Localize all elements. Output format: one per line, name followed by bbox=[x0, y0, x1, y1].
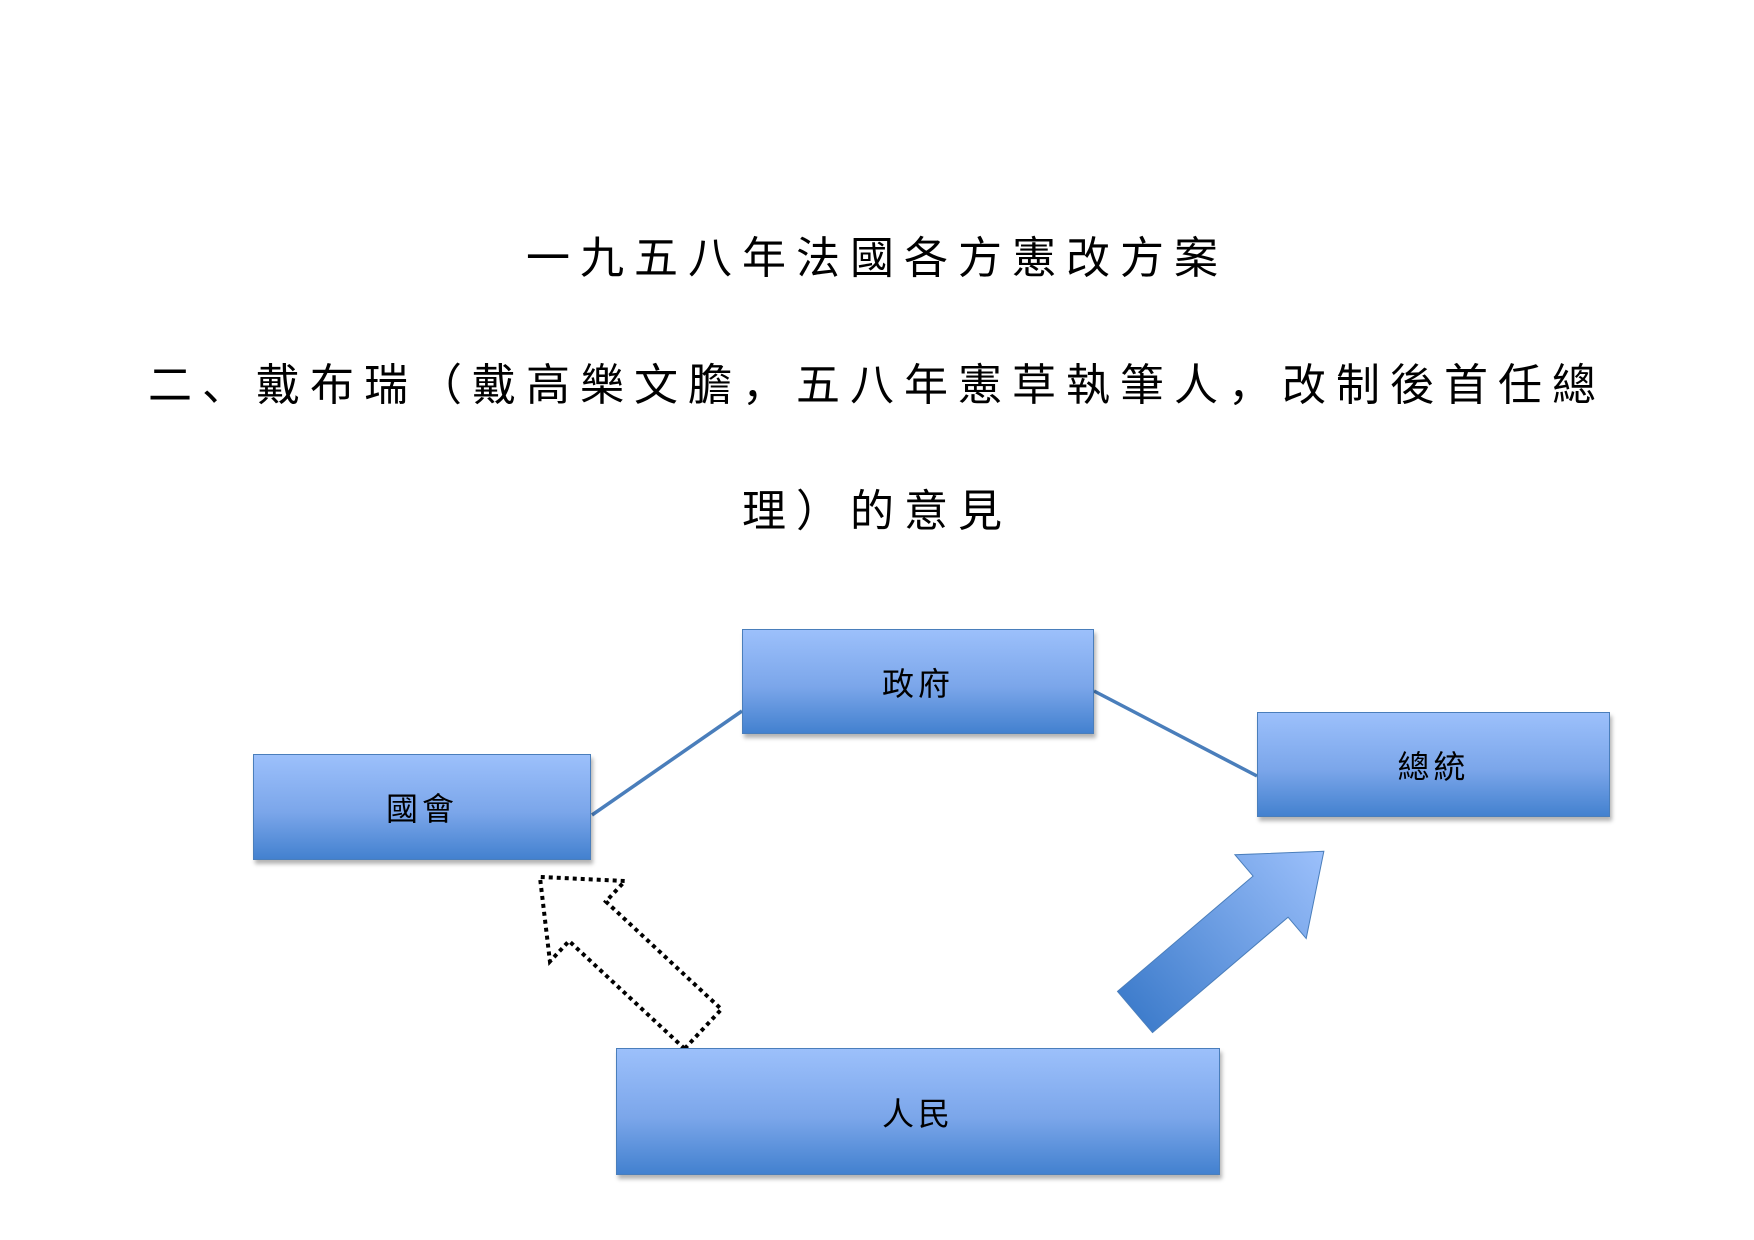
title-line-3: 理）的意見 bbox=[742, 486, 1012, 537]
node-government: 政府 bbox=[742, 629, 1094, 734]
node-parliament: 國會 bbox=[253, 754, 591, 860]
node-people: 人民 bbox=[616, 1048, 1220, 1175]
dotted-arrow-people-to-parliament bbox=[537, 874, 725, 1052]
connector-government-president bbox=[1093, 689, 1258, 778]
node-label: 總統 bbox=[1397, 747, 1470, 786]
title-line-2: 二、戴布瑞（戴高樂文膽，五八年憲草執筆人，改制後首任總 bbox=[148, 360, 1606, 411]
node-label: 國會 bbox=[385, 790, 458, 828]
node-label: 人民 bbox=[881, 1094, 954, 1133]
solid-arrow-people-to-president bbox=[1116, 850, 1325, 1034]
title-line-1: 一九五八年法國各方憲改方案 bbox=[526, 233, 1228, 284]
node-president: 總統 bbox=[1257, 712, 1610, 817]
node-label: 政府 bbox=[881, 664, 954, 703]
connector-parliament-government bbox=[591, 709, 743, 817]
